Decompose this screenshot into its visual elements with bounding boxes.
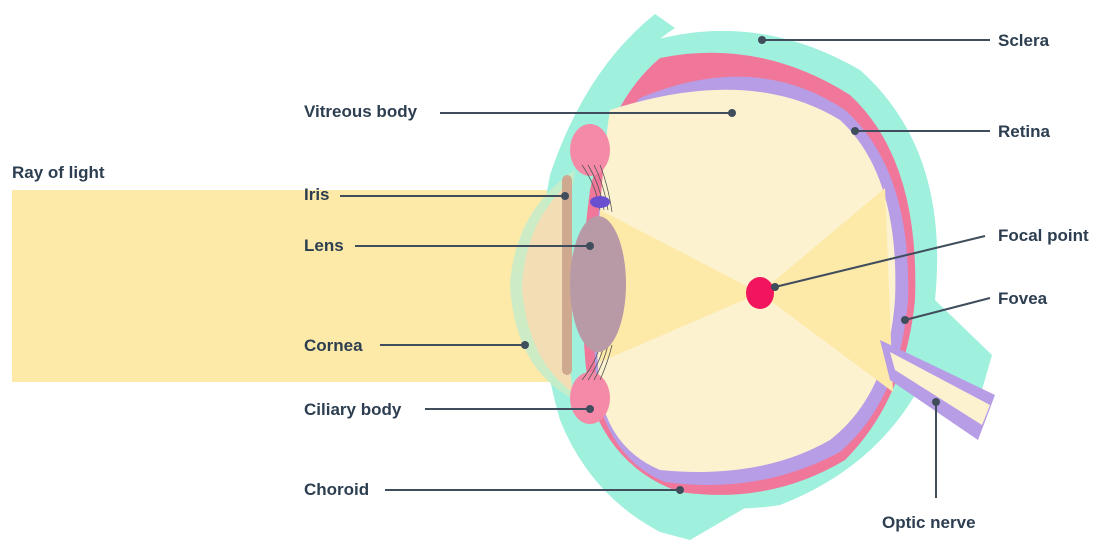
label-cornea: Cornea — [304, 336, 363, 355]
label-sclera: Sclera — [998, 31, 1050, 50]
label-iris: Iris — [304, 185, 330, 204]
label-optic-nerve: Optic nerve — [882, 513, 976, 532]
iris-pigment — [590, 196, 610, 208]
light-ray-beam — [12, 190, 572, 382]
label-ray-of-light: Ray of light — [12, 163, 105, 182]
focal-point — [746, 277, 774, 309]
label-lens: Lens — [304, 236, 344, 255]
label-focal-point: Focal point — [998, 226, 1089, 245]
label-choroid: Choroid — [304, 480, 369, 499]
lens — [570, 216, 626, 352]
label-retina: Retina — [998, 122, 1051, 141]
label-vitreous-body: Vitreous body — [304, 102, 418, 121]
label-fovea: Fovea — [998, 289, 1048, 308]
ciliary-body-bottom — [570, 372, 610, 424]
label-ciliary-body: Ciliary body — [304, 400, 402, 419]
